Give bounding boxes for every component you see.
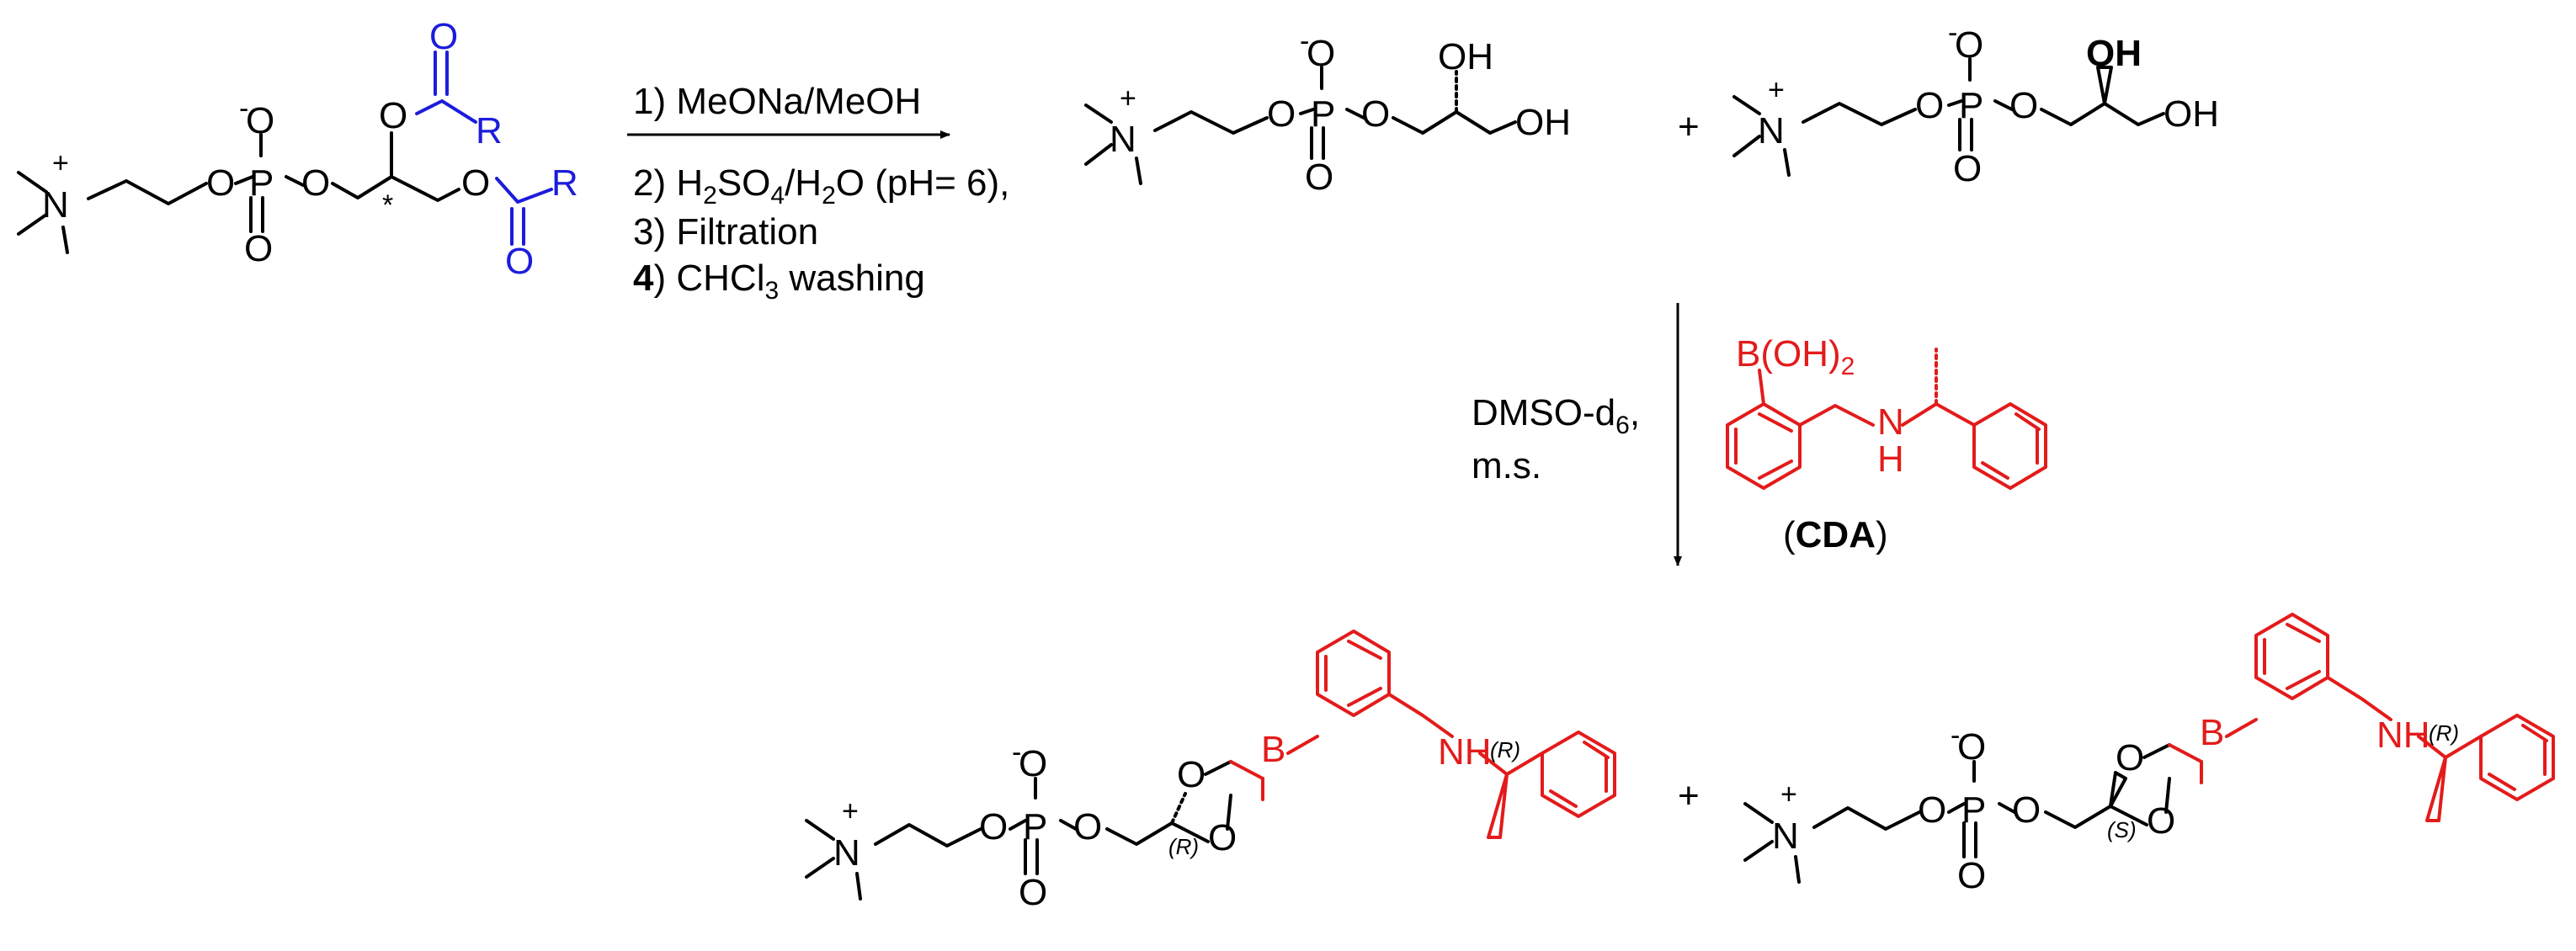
derivative-s-r-labels: N + O P O - O O (S) O O B NH (R) xyxy=(1772,712,2459,896)
atom-o: O xyxy=(1361,93,1390,135)
atom-o: O xyxy=(379,95,407,136)
charge-plus: + xyxy=(1120,82,1136,114)
atom-nh: NH xyxy=(1438,731,1492,773)
atom-n: N xyxy=(1758,110,1785,151)
stereo-descriptor: (R) xyxy=(1490,737,1520,762)
cda-labels: B(OH)2 N H (CDA) xyxy=(1736,333,1904,555)
charge-minus: - xyxy=(1012,736,1021,768)
atom-o: O xyxy=(1953,148,1982,189)
atom-o: O xyxy=(301,162,330,204)
atom-o-minus: O xyxy=(246,100,274,141)
atom-o: O xyxy=(2116,737,2144,778)
atom-oh: OH xyxy=(1438,36,1493,77)
derivative-r-r-labels: N + O P O - O O (R) O O B NH (R) xyxy=(833,729,1520,913)
atom-o-carbonyl: O xyxy=(505,241,534,282)
charge-plus: + xyxy=(1768,74,1785,106)
atom-o: O xyxy=(1915,85,1944,126)
condition-molecular-sieves: m.s. xyxy=(1472,445,1541,486)
stereocenter-star: * xyxy=(382,189,393,221)
atom-p: P xyxy=(1023,806,1047,847)
atom-o: O xyxy=(1208,817,1237,858)
atom-h-amine: H xyxy=(1877,438,1904,480)
atom-r: R xyxy=(551,162,578,204)
atom-o-minus: O xyxy=(1307,33,1335,74)
stereo-descriptor: (R) xyxy=(1168,834,1199,859)
charge-minus: - xyxy=(1300,25,1309,57)
cda-label: (CDA) xyxy=(1783,514,1888,555)
atom-o-carbonyl: O xyxy=(429,16,458,57)
atom-o: O xyxy=(2012,789,2041,831)
derivative-r-r xyxy=(805,630,1616,901)
charge-plus: + xyxy=(842,795,859,827)
charge-minus: - xyxy=(1951,720,1960,752)
derivative-s-r xyxy=(1743,613,2555,884)
gpc-s-enantiomer xyxy=(1732,57,2165,177)
atom-oh: OH xyxy=(2086,33,2142,74)
atom-b: B xyxy=(2200,712,2224,753)
boronic-acid-group: B(OH)2 xyxy=(1736,333,1855,380)
atom-o: O xyxy=(1177,754,1206,795)
atom-o: O xyxy=(1957,855,1986,896)
atom-oh: OH xyxy=(2164,93,2219,135)
atom-o: O xyxy=(461,162,490,204)
atom-o: O xyxy=(206,162,235,204)
condition-step-3: 3) Filtration xyxy=(633,211,818,252)
atom-n: N xyxy=(1772,816,1799,857)
atom-p: P xyxy=(1961,789,1986,831)
derivatization-conditions: DMSO-d6, m.s. xyxy=(1472,392,1640,486)
condition-step-1: 1) MeONa/MeOH xyxy=(633,81,921,122)
atom-p: P xyxy=(249,162,274,204)
atom-o: O xyxy=(244,228,273,269)
atom-p: P xyxy=(1959,85,1983,126)
atom-o: O xyxy=(1305,157,1333,198)
atom-o-minus: O xyxy=(1019,743,1047,784)
atom-o-minus: O xyxy=(1957,726,1986,768)
atom-n: N xyxy=(42,184,69,226)
atom-oh: OH xyxy=(1515,102,1571,143)
atom-o: O xyxy=(1073,806,1102,847)
atom-o: O xyxy=(2009,85,2038,126)
atom-nh: NH xyxy=(2376,715,2430,756)
reaction-conditions: 1) MeONa/MeOH 2) H2SO4/H2O (pH= 6), 3) F… xyxy=(633,81,1009,305)
starting-phospholipid xyxy=(17,50,553,254)
atom-r: R xyxy=(476,110,503,151)
starting-phospholipid-labels: N + O P O - O O * O O R O O R xyxy=(42,16,578,282)
condition-step-4: 4) CHCl3 washing xyxy=(633,258,925,305)
condition-step-2: 2) H2SO4/H2O (pH= 6), xyxy=(633,162,1009,210)
atom-o: O xyxy=(2147,800,2175,842)
atom-n: N xyxy=(833,832,860,874)
charge-plus: + xyxy=(52,147,69,179)
atom-o: O xyxy=(1918,789,1946,831)
plus-sign: + xyxy=(1678,775,1700,816)
gpc-r-labels: N + O P O - O O OH OH xyxy=(1110,25,1571,198)
atom-o: O xyxy=(1267,93,1296,135)
charge-plus: + xyxy=(1780,778,1797,810)
atom-b: B xyxy=(1261,729,1285,770)
atom-n: N xyxy=(1110,119,1136,160)
gpc-r-enantiomer xyxy=(1084,66,1517,185)
atom-o: O xyxy=(979,806,1008,847)
gpc-s-labels: N + O P O - O O OH OH xyxy=(1758,17,2219,189)
charge-minus: - xyxy=(1948,17,1957,49)
atom-o-minus: O xyxy=(1955,24,1983,66)
stereo-descriptor: (S) xyxy=(2107,817,2137,842)
plus-sign: + xyxy=(1678,106,1700,147)
charge-minus: - xyxy=(239,93,248,125)
atom-o: O xyxy=(1019,872,1047,913)
cda-structure xyxy=(1726,348,2047,490)
condition-solvent: DMSO-d6, xyxy=(1472,392,1640,439)
stereo-descriptor: (R) xyxy=(2429,720,2459,746)
atom-n-amine: N xyxy=(1877,401,1904,443)
atom-p: P xyxy=(1311,93,1335,135)
